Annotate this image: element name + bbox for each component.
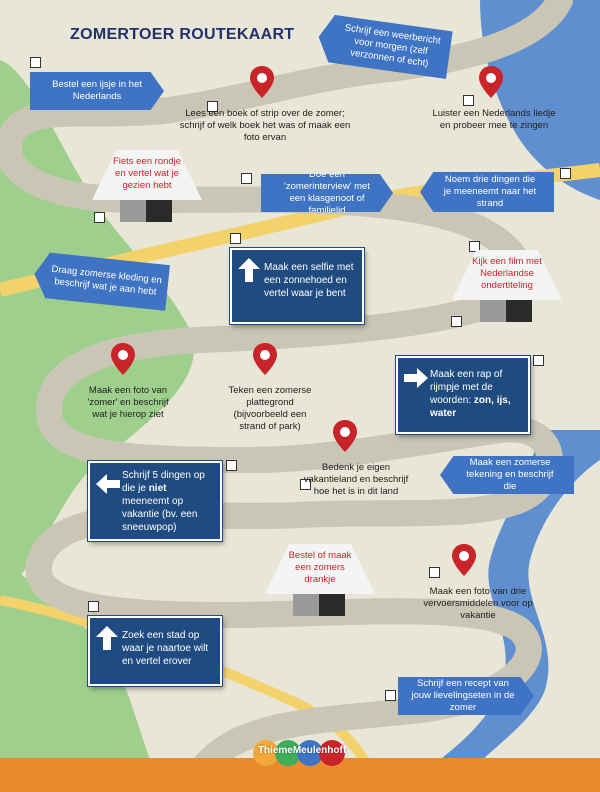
arrow-up-icon bbox=[96, 626, 118, 650]
checkbox-icon[interactable] bbox=[241, 173, 252, 184]
checkbox-icon[interactable] bbox=[88, 601, 99, 612]
arrow-up-icon bbox=[238, 258, 260, 282]
arrow-left-icon bbox=[96, 474, 120, 494]
map-pin-icon bbox=[253, 343, 277, 375]
checkbox-icon[interactable] bbox=[429, 567, 440, 578]
task-label: Maak een foto van 'zomer' en beschrijf w… bbox=[87, 385, 169, 420]
checkbox-icon[interactable] bbox=[385, 690, 396, 701]
checkbox-icon[interactable] bbox=[30, 57, 41, 68]
house-fiets: Fiets een rondje en vertel wat je gezien… bbox=[92, 150, 202, 222]
checkbox-icon[interactable] bbox=[230, 233, 241, 244]
page-title: ZOMERTOER ROUTEKAART bbox=[70, 26, 295, 43]
task-label: Luister een Nederlands liedje en probeer… bbox=[432, 108, 556, 131]
checkbox-icon[interactable] bbox=[469, 241, 480, 252]
task-label: Maak een foto van drie vervoersmiddelen … bbox=[423, 586, 533, 621]
task-board-selfie: Maak een selfie met een zonnehoed en ver… bbox=[229, 247, 365, 325]
task-board-stad: Zoek een stad op waar je naartoe wilt en… bbox=[87, 615, 223, 687]
checkbox-icon[interactable] bbox=[560, 168, 571, 179]
arrow-right-icon bbox=[404, 368, 428, 388]
house-film: Kijk een film met Nederlandse ondertitel… bbox=[452, 250, 562, 322]
checkbox-icon[interactable] bbox=[533, 355, 544, 366]
checkbox-icon[interactable] bbox=[94, 212, 105, 223]
checkbox-icon[interactable] bbox=[451, 316, 462, 327]
task-board-niet: Schrijf 5 dingen op die je niet meeneemt… bbox=[87, 460, 223, 542]
task-sign-strand: Noem drie dingen die je meeneemt naar he… bbox=[420, 172, 554, 212]
brand-logo: ThiemeMeulenhoff bbox=[253, 738, 351, 768]
checkbox-icon[interactable] bbox=[300, 479, 311, 490]
task-label: Bedenk je eigen vakantieland en beschrij… bbox=[303, 462, 409, 497]
task-sign-recept: Schrijf een recept van jouw lievelingset… bbox=[398, 677, 534, 715]
checkbox-icon[interactable] bbox=[207, 101, 218, 112]
map-pin-icon bbox=[111, 343, 135, 375]
map-pin-icon bbox=[479, 66, 503, 98]
checkbox-icon[interactable] bbox=[463, 95, 474, 106]
map-pin-icon bbox=[452, 544, 476, 576]
footer-bar bbox=[0, 758, 600, 792]
map-pin-icon bbox=[333, 420, 357, 452]
task-board-rap: Maak een rap of rijmpje met de woorden: … bbox=[395, 355, 531, 435]
task-sign-tekening: Maak een zomerse tekening en beschrijf d… bbox=[440, 456, 574, 494]
checkbox-icon[interactable] bbox=[226, 460, 237, 471]
house-drankje: Bestel of maak een zomers drankje bbox=[265, 544, 375, 616]
map-pin-icon bbox=[250, 66, 274, 98]
task-sign-ijsje: Bestel een ijsje in het Nederlands bbox=[30, 72, 164, 110]
task-sign-interview: Doe een 'zomerinterview' met een klasgen… bbox=[261, 174, 393, 212]
task-label: Lees een boek of strip over de zomer; sc… bbox=[179, 108, 351, 143]
task-label: Teken een zomerse plattegrond (bijvoorbe… bbox=[228, 385, 312, 432]
